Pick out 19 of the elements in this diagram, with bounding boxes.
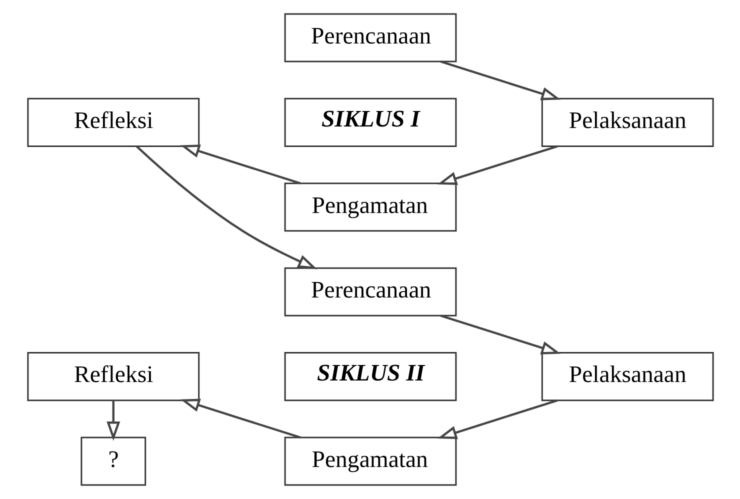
node-box: Refleksi <box>26 352 200 402</box>
node-box: Pengamatan <box>284 436 456 486</box>
node-box: Refleksi <box>26 98 200 147</box>
arrow <box>135 146 317 270</box>
node-box: ? <box>80 436 146 486</box>
arrow <box>180 144 300 184</box>
node-box: Pengamatan <box>284 182 456 232</box>
arrow <box>436 145 558 185</box>
arrow <box>440 314 560 354</box>
node-box: Perencanaan <box>284 13 456 62</box>
node-box: Pelaksanaan <box>540 98 714 147</box>
arrow <box>440 60 560 100</box>
arrow <box>106 400 120 441</box>
node-box: SIKLUS II <box>284 352 456 402</box>
arrow <box>436 399 558 440</box>
arrow <box>180 398 300 439</box>
node-box: Pelaksanaan <box>540 352 714 402</box>
node-box: Perencanaan <box>284 267 456 316</box>
node-box: SIKLUS I <box>284 98 456 147</box>
